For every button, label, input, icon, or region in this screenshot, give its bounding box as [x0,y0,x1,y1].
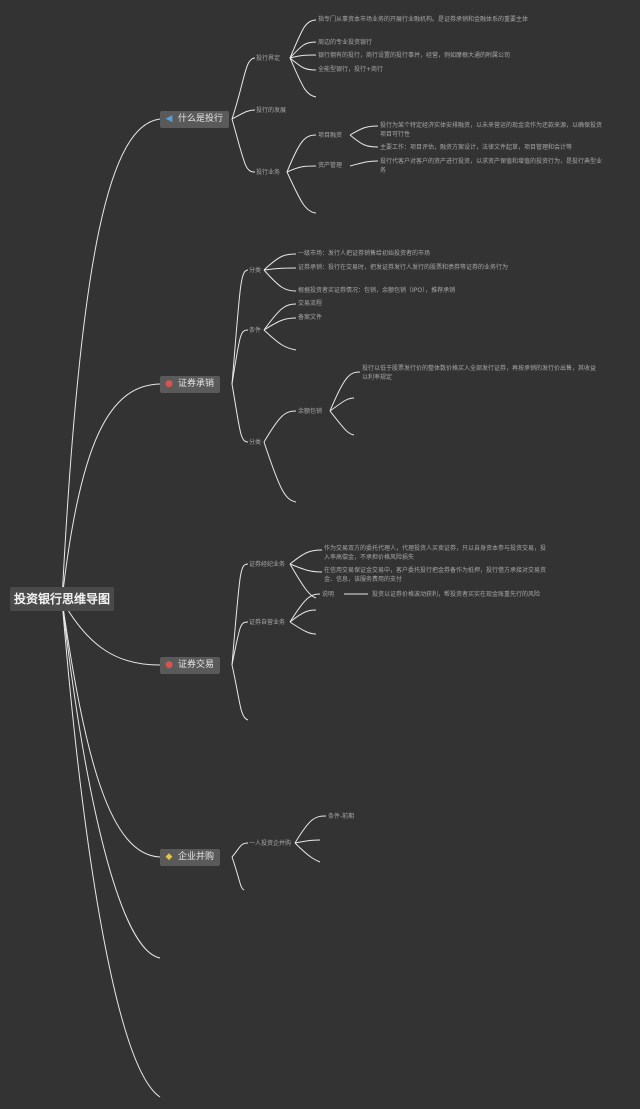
leaf-text: 指专门从事资本市场业务的开展行业融机构。是证券承销和金融体系的重要主体 [318,16,529,23]
leaf-text: 银行拥有的投行，商行设置的投行事并，经营，例如摩根大通的附属公司 [318,52,511,59]
branch-individual-investment[interactable]: 一人投资企并购 [249,840,292,847]
topic-label: 企业并购 [178,852,215,862]
leaf-text: 投资以证券价格波动获利，帮投资者买实在现金账重先行的风险 [372,591,541,598]
root-topic[interactable]: 投资银行思维导图 [10,587,114,611]
branch-classification-2[interactable]: 分类 [249,439,262,446]
topic-mergers-acquisitions[interactable]: ◆ 企业并购 [160,849,221,866]
leaf-text: 投行代客户对客户的资产进行投资，以求资产保值和增值的投资行为，是投行典型业务 [380,158,603,174]
branch-brokerage[interactable]: 证券经纪业务 [249,561,286,568]
topic-securities-underwriting[interactable]: ● 证券承销 [160,376,221,393]
branch-classification[interactable]: 分类 [249,267,262,274]
leaf-text: 投行为某个特定经济实体安排融资，以未来营运的现金流作为还款来源，以确保投资项目可… [380,122,603,138]
leaf-text: 一级市场：发行人把证券销售给初始投资者的市场 [298,250,431,257]
topic-label: 证券交易 [178,660,215,670]
leaf-text: 根据投资者买证券情况：包销，余额包销（IPO），推荐承销 [298,287,456,294]
leaf-text: 周边的专业投资银行 [318,39,373,46]
branch-ib-business[interactable]: 投行业务 [256,169,281,176]
leaf-text: 投行以低于股票发行价的整体数价格买入全部发行证券，再按承销的发行价出售，其收益以… [362,365,597,381]
branch-ib-development[interactable]: 投行的发展 [256,107,287,114]
diamond-icon: ◆ [165,852,173,862]
topic-what-is-investment-bank[interactable]: ◀ 什么是投行 [160,111,230,128]
triangle-icon: ◀ [165,114,173,124]
leaf-text: 主要工作：项目评估，融资方案设计，法律文件起草，项目管理和会计等 [380,144,573,151]
leaf-text: 全能型银行，投行+商行 [318,66,384,73]
branch-standby-underwriting[interactable]: 余额包销 [298,408,323,415]
leaf-text: 备案文件 [298,314,323,321]
topic-label: 证券承销 [178,379,215,389]
topic-label: 什么是投行 [178,114,224,124]
branch-project-financing[interactable]: 项目融资 [318,132,343,139]
circle-icon: ● [165,660,173,670]
circle-icon: ● [165,379,173,389]
branch-explanation[interactable]: 说明 [322,591,335,598]
branch-proprietary-trading[interactable]: 证券自营业务 [249,619,286,626]
branch-ib-definition[interactable]: 投行界定 [256,55,281,62]
leaf-text: 条件-前期 [328,813,355,820]
leaf-text: 交易流程 [298,300,323,307]
leaf-text: 在信用交易保证金交易中，客户委托投行把金券备作为抵押，投行借方承接对交易资金、信… [324,567,547,583]
leaf-text: 证券承销：投行在交易时，把发证券发行人发行的股票和债券等证券的业务行为 [298,264,509,271]
topic-securities-trading[interactable]: ● 证券交易 [160,657,221,674]
branch-conditions[interactable]: 条件 [249,327,262,334]
leaf-text: 作为交易双方的委托代理人，代理投资人买卖证券，只以自身资本参与投资交易，投入率高… [324,545,547,561]
branch-asset-management[interactable]: 资产管理 [318,162,343,169]
